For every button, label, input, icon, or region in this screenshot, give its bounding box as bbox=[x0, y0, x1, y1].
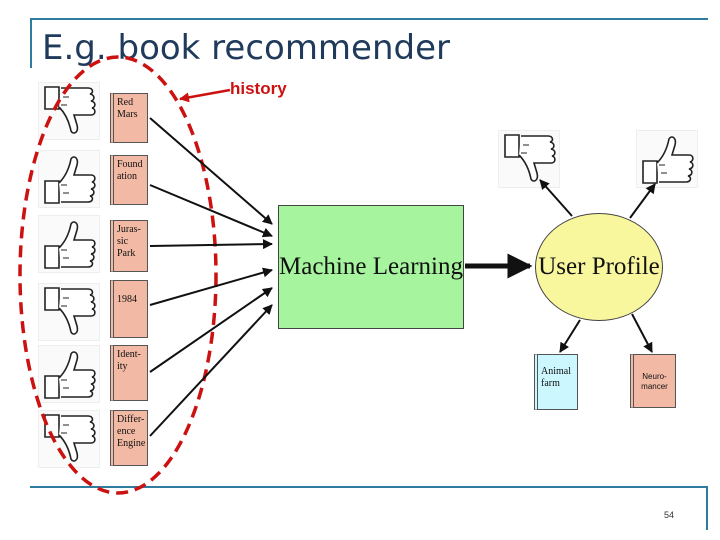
book-1984: 1984 bbox=[110, 280, 148, 338]
machine-learning-box: Machine Learning bbox=[278, 205, 464, 329]
left-rule bbox=[30, 18, 32, 68]
top-rule bbox=[30, 18, 708, 20]
book-label: Differ- ence Engine bbox=[117, 414, 146, 449]
user-profile-oval: User Profile bbox=[535, 213, 663, 321]
book-identity: Ident- ity bbox=[110, 345, 148, 401]
arrow-book-to-ml bbox=[149, 267, 273, 306]
book-animal-farm: Animal farm bbox=[534, 354, 578, 410]
arrow-book-to-ml bbox=[149, 184, 273, 238]
thumbs-up-icon bbox=[38, 345, 100, 403]
book-label: Neuro- mancer bbox=[641, 372, 668, 391]
arrow-profile-to-book bbox=[559, 319, 581, 353]
book-neuromancer: Neuro- mancer bbox=[630, 354, 676, 408]
machine-learning-label: Machine Learning bbox=[279, 253, 463, 280]
arrow-profile-to-book bbox=[631, 313, 653, 353]
book-foundation: Found ation bbox=[110, 155, 148, 205]
thumbs-down-icon bbox=[498, 130, 560, 188]
user-profile-label: User Profile bbox=[538, 253, 660, 280]
arrow-book-to-ml bbox=[149, 304, 273, 437]
thumbs-down-icon bbox=[38, 82, 100, 140]
page-number: 54 bbox=[664, 510, 675, 520]
thumbs-down-icon bbox=[38, 410, 100, 468]
bottom-rule bbox=[30, 486, 708, 488]
thumbs-up-icon bbox=[636, 130, 698, 188]
page-title: E.g. book recommender bbox=[42, 28, 450, 68]
book-label: Ident- ity bbox=[117, 349, 141, 372]
book-label: Animal farm bbox=[541, 366, 571, 389]
book-label: Juras- sic Park bbox=[117, 224, 141, 259]
book-difference-engine: Differ- ence Engine bbox=[110, 410, 148, 466]
right-rule bbox=[706, 486, 708, 530]
arrow-profile-to-rating bbox=[629, 183, 656, 219]
history-pointer-arrow bbox=[179, 88, 231, 103]
book-label: Red Mars bbox=[117, 97, 138, 120]
arrow-book-to-ml bbox=[149, 117, 273, 225]
arrow-book-to-ml bbox=[149, 239, 273, 250]
thumbs-up-icon bbox=[38, 215, 100, 273]
arrow-book-to-ml bbox=[149, 287, 273, 373]
history-label: history bbox=[230, 79, 287, 98]
book-label: Found ation bbox=[117, 159, 143, 182]
book-jurassic-park: Juras- sic Park bbox=[110, 220, 148, 272]
book-red-mars: Red Mars bbox=[110, 93, 148, 143]
thumbs-down-icon bbox=[38, 283, 100, 341]
book-label: 1984 bbox=[117, 294, 137, 305]
thumbs-up-icon bbox=[38, 150, 100, 208]
